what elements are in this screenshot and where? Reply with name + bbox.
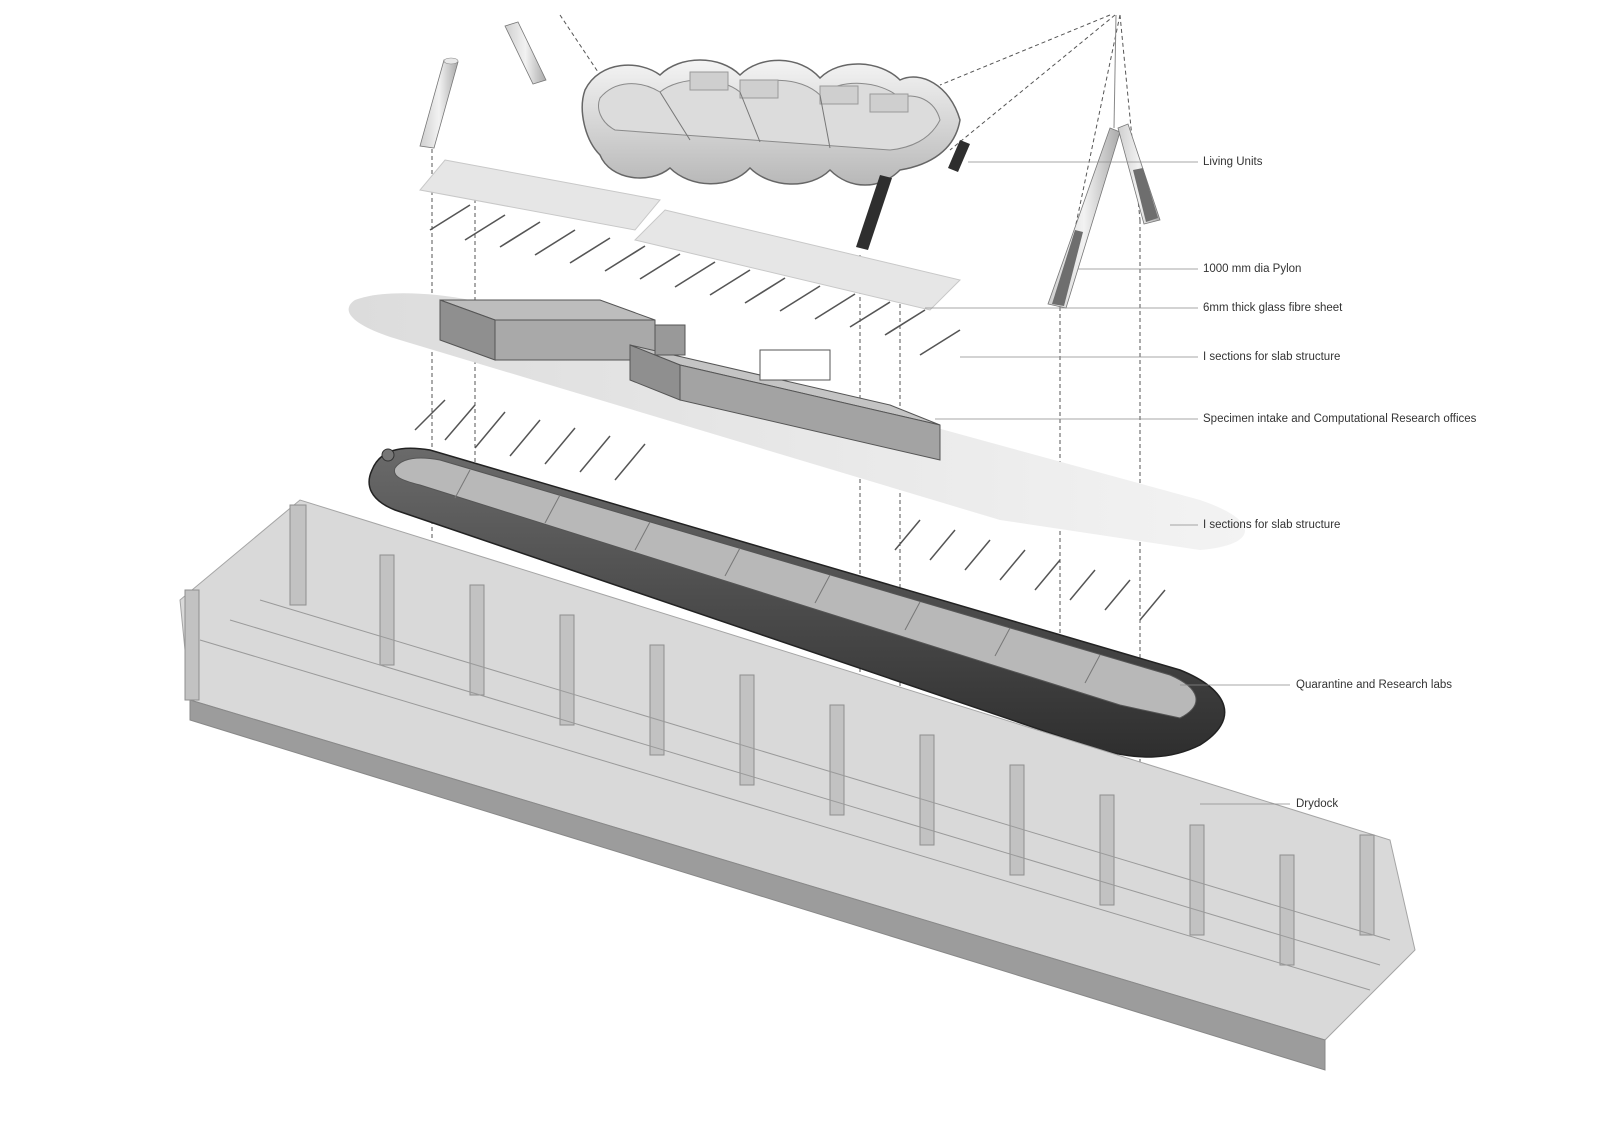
drydock bbox=[179, 499, 1416, 1071]
label-specimen-intake-offices: Specimen intake and Computational Resear… bbox=[1203, 413, 1477, 425]
office-block bbox=[439, 299, 941, 461]
label-glass-fibre-sheet: 6mm thick glass fibre sheet bbox=[1203, 302, 1343, 314]
label-living-units: Living Units bbox=[1203, 156, 1263, 168]
i-sections-lower bbox=[414, 399, 1166, 621]
label-pylon: 1000 mm dia Pylon bbox=[1203, 263, 1302, 275]
pylon-left bbox=[419, 57, 459, 149]
callout-leader-lines bbox=[925, 161, 1290, 805]
pylon-short bbox=[504, 21, 547, 85]
label-i-sections-upper: I sections for slab structure bbox=[1203, 351, 1341, 363]
living-units-pod bbox=[581, 59, 970, 250]
pylons bbox=[419, 14, 1161, 309]
pylon-branch-right bbox=[1117, 123, 1161, 225]
pod-support-strut bbox=[856, 140, 970, 250]
pylon-mast bbox=[1113, 14, 1117, 129]
label-drydock: Drydock bbox=[1296, 798, 1339, 810]
label-quarantine-labs: Quarantine and Research labs bbox=[1296, 679, 1452, 691]
glass-fibre-sheets bbox=[419, 159, 961, 311]
pylon-branch-left bbox=[1047, 127, 1121, 309]
i-sections-upper bbox=[429, 204, 961, 356]
ship-hull bbox=[368, 447, 1226, 758]
label-i-sections-lower: I sections for slab structure bbox=[1203, 519, 1341, 531]
